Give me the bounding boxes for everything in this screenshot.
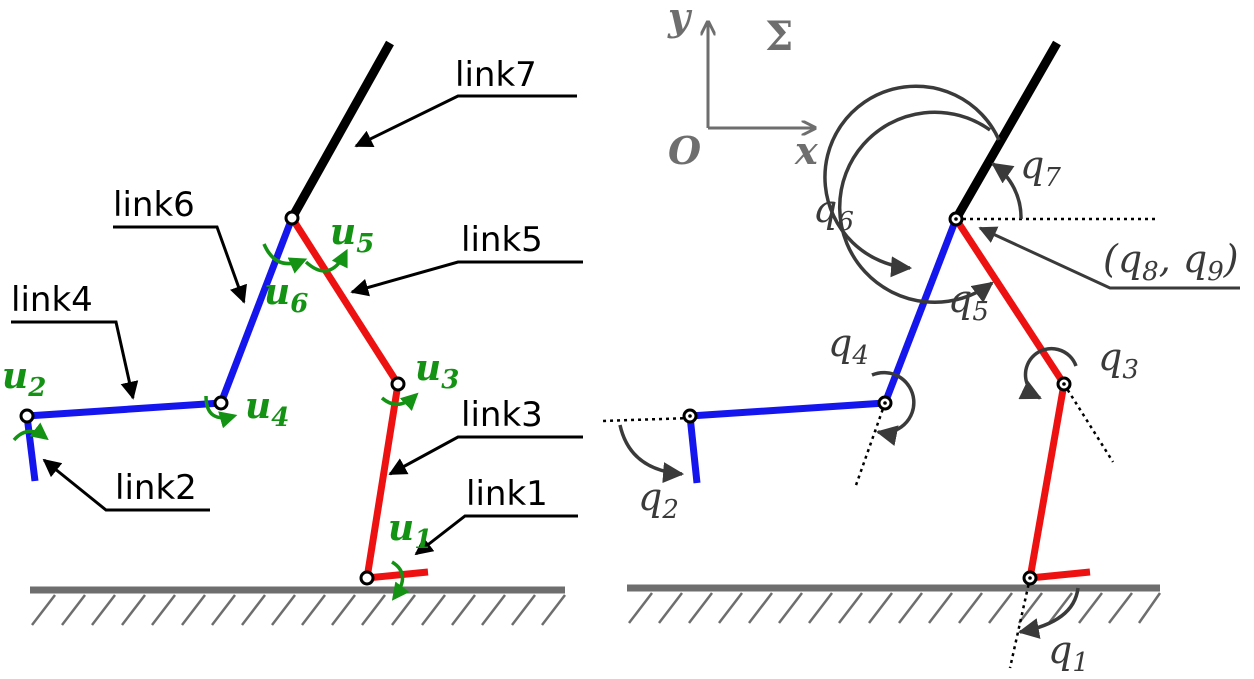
link1-label: link1 [466,474,548,514]
u5-arrow [304,248,348,273]
q6-label: q6 [813,187,854,237]
link7-leader [354,94,577,148]
origin-label: O [668,128,701,173]
u1-label: u1 [388,507,432,555]
u2-arrow [12,422,49,442]
x-axis-label: x [794,128,819,173]
q7-arc [991,162,1023,220]
left-link5-body [289,216,401,386]
reference-lines [602,217,1158,669]
right-link7-body [952,40,1061,222]
u2-label: u2 [2,355,46,403]
right-link3-body [1026,383,1068,579]
right-joint-hip [948,211,964,227]
link6-label: link6 [113,185,195,225]
left-joint-knee-right [390,376,406,392]
left-link2-body [23,415,39,482]
left-joint-hip [284,210,300,226]
u4-label: u4 [245,385,289,433]
q5-label: q5 [948,277,989,327]
q3-label: q3 [1098,335,1139,385]
u1-arrow [391,560,410,601]
right-joints [682,211,1072,586]
link6-leader [113,225,247,304]
link3-leader [388,435,583,476]
left-leaders [11,94,583,556]
link5-leader [350,260,583,297]
coordinate-frame: y x O Σ [667,0,819,173]
link5-label: link5 [461,220,543,260]
link2-label: link2 [115,468,197,508]
q4-arc [871,370,916,446]
right-link6-body [881,217,960,405]
link3-label: link3 [461,395,543,435]
q89-leader [978,226,1240,290]
u3-arrow [380,392,419,411]
right-ground [627,584,1162,624]
frame-sigma-label: Σ [765,13,793,60]
left-link6-body [217,216,296,405]
left-link3-body [363,383,402,579]
u5-label: u5 [330,211,374,259]
q7-label: q7 [1020,143,1061,193]
link4-leader [11,320,139,400]
q1-arc [1017,587,1080,639]
left-joint-ankle [359,570,375,586]
q4-label: q4 [828,321,869,371]
q2-label: q2 [638,475,679,525]
right-link4-body [689,399,886,420]
left-torque-arrows [12,243,419,601]
q3-arc [1018,346,1078,400]
left-link7-body [288,40,394,221]
u6-arrow [262,243,308,274]
u4-arrow [204,395,238,429]
link4-label: link4 [11,280,93,320]
left-link1-body [366,568,429,582]
q5-arc [837,110,994,304]
y-axis-label: y [667,0,693,39]
right-link2-body [686,415,701,484]
left-joint-knee-left [213,395,229,411]
left-ground [30,586,566,626]
u3-label: u3 [415,347,459,395]
right-joint-foot-left [682,408,698,424]
link1-leader [414,514,578,556]
left-joint-foot-left [19,408,35,424]
u6-label: u6 [264,271,308,319]
left-link4-body [26,399,222,420]
right-joint-knee-right [1056,376,1072,392]
q1-label: q1 [1048,628,1089,678]
q2-arc [618,424,685,484]
link2-leader [42,458,210,512]
link7-label: link7 [455,55,537,95]
right-link5-body [953,217,1067,386]
left-figure: link7 link6 link5 link4 link3 link2 link… [2,40,583,626]
right-figure: q1 q2 q3 q4 q5 q6 q7 (q8, q9) [602,40,1240,678]
q89-label: (q8, q9) [1103,237,1239,287]
angle-arcs [618,84,1080,639]
right-joint-ankle [1022,570,1038,586]
left-joints [19,210,406,586]
right-joint-knee-left [877,395,893,411]
right-link1-body [1029,568,1091,582]
q6-arc [823,84,1001,278]
